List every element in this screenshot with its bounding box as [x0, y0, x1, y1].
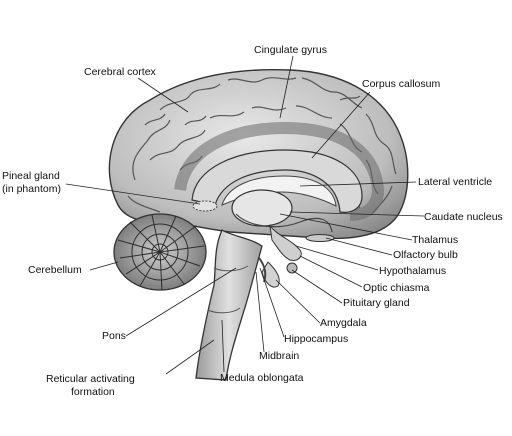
- label-pituitary-gland: Pituitary gland: [343, 297, 410, 309]
- leader-lines: [65, 55, 425, 375]
- label-reticular-activating: Reticular activating: [46, 373, 135, 385]
- label-amygdala: Amygdala: [320, 317, 367, 329]
- label-cingulate-gyrus: Cingulate gyrus: [254, 44, 327, 56]
- label-reticular-formation: formation: [71, 386, 115, 398]
- pineal-shape: [192, 200, 218, 212]
- label-optic-chiasma: Optic chiasma: [363, 282, 430, 294]
- amygdala-shape: [261, 261, 280, 288]
- hypothalamus-shape: [269, 224, 302, 261]
- label-hypothalamus: Hypothalamus: [379, 265, 447, 277]
- label-lateral-ventricle: Lateral ventricle: [418, 176, 493, 188]
- label-hippocampus: Hippocampus: [284, 333, 349, 345]
- label-cerebellum: Cerebellum: [28, 264, 82, 276]
- label-thalamus: Thalamus: [412, 234, 459, 246]
- label-corpus-callosum: Corpus callosum: [362, 78, 441, 90]
- label-pineal-gland-phantom: (in phantom): [2, 183, 61, 195]
- label-cerebral-cortex: Cerebral cortex: [84, 66, 156, 78]
- label-olfactory-bulb: Olfactory bulb: [393, 249, 458, 261]
- thalamus-shape: [231, 189, 293, 227]
- label-pons: Pons: [102, 330, 126, 342]
- cerebellum-folia: [117, 214, 205, 291]
- label-caudate-nucleus: Caudate nucleus: [424, 211, 503, 223]
- label-midbrain: Midbrain: [259, 350, 300, 362]
- pituitary-shape: [286, 262, 298, 274]
- label-pineal-gland: Pineal gland: [2, 170, 60, 182]
- olfactory-shape: [305, 234, 335, 242]
- corpus-callosum-shape: [191, 149, 363, 213]
- cingulate-band: [174, 121, 385, 221]
- label-medulla-oblongata: Medula oblongata: [220, 372, 304, 384]
